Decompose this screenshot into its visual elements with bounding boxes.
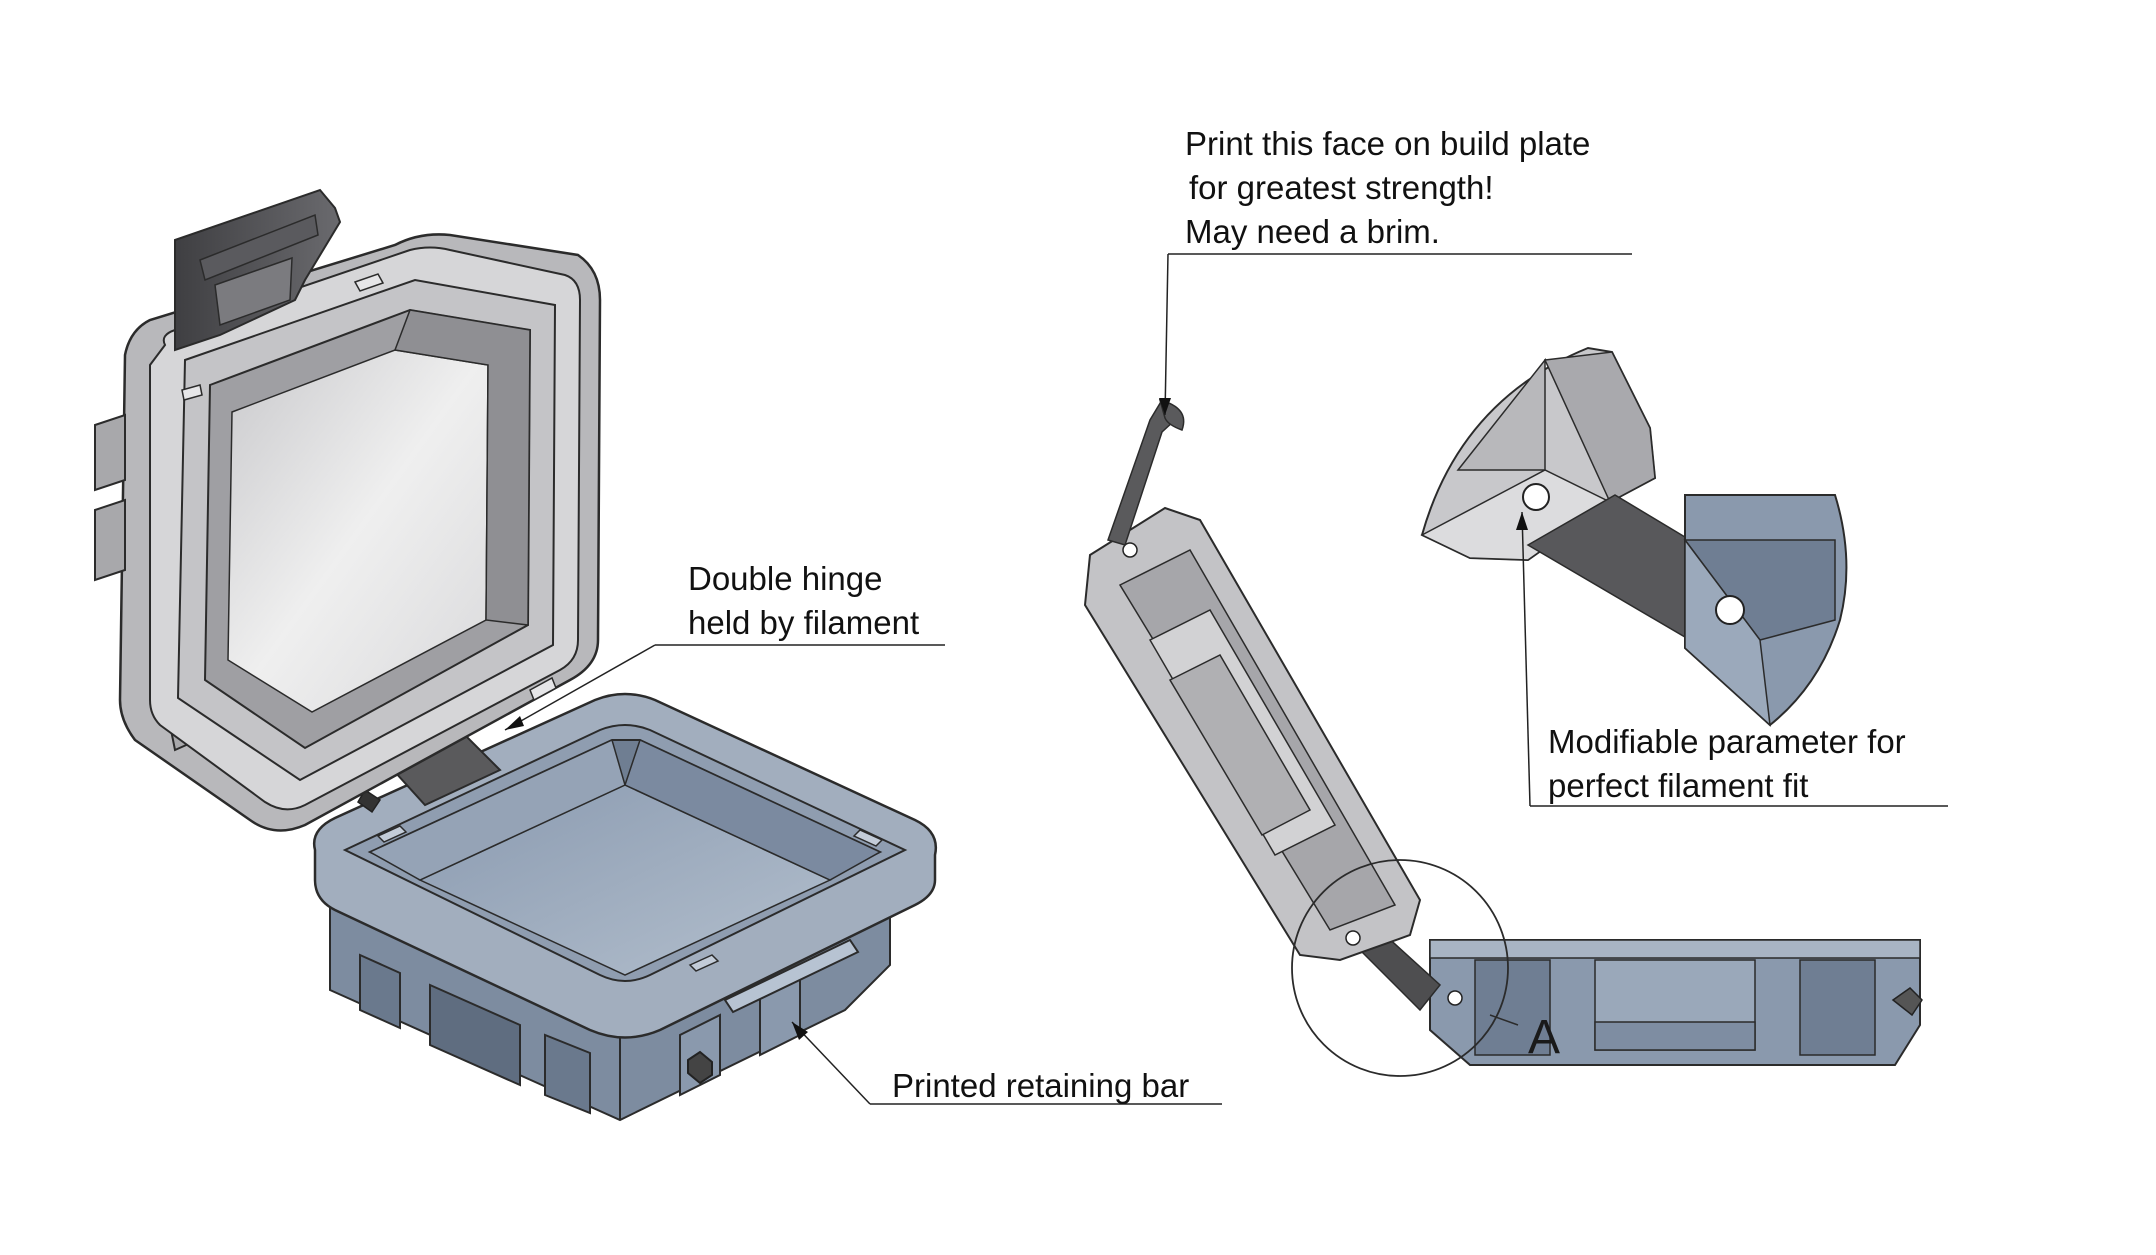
iso-case (94, 188, 1222, 1122)
build-plate-label-line3: May need a brim. (1185, 213, 1440, 250)
parameter-label: Modifiable parameter for perfect filamen… (1548, 720, 1906, 808)
hinge-label: Double hinge held by filament (688, 557, 919, 645)
detail-enlargement (1420, 346, 1848, 727)
leader-hinge (504, 644, 945, 731)
detail-circle-a (1291, 859, 1509, 1077)
build-plate-label-line1: Print this face on build plate (1185, 125, 1591, 162)
parameter-label-line1: Modifiable parameter for (1548, 723, 1906, 760)
iso-lid (94, 188, 602, 832)
detail-label-a: A (1528, 1011, 1561, 1064)
retaining-bar-label: Printed retaining bar (892, 1064, 1189, 1108)
parameter-label-line2: perfect filament fit (1548, 767, 1809, 804)
leader-retaining-bar (791, 1021, 1222, 1105)
hinge-label-line1: Double hinge (688, 560, 883, 597)
build-plate-label-line2: for greatest strength! (1189, 169, 1494, 206)
section-view (1083, 253, 1948, 1077)
leader-parameter (1516, 511, 1948, 807)
leader-build-plate (1159, 253, 1632, 416)
section-lid (1083, 398, 1422, 962)
hinge-label-line2: held by filament (688, 604, 920, 641)
retaining-bar-label-text: Printed retaining bar (892, 1067, 1190, 1104)
build-plate-label: Print this face on build plate for great… (1185, 122, 1590, 254)
section-base (1429, 939, 1923, 1066)
